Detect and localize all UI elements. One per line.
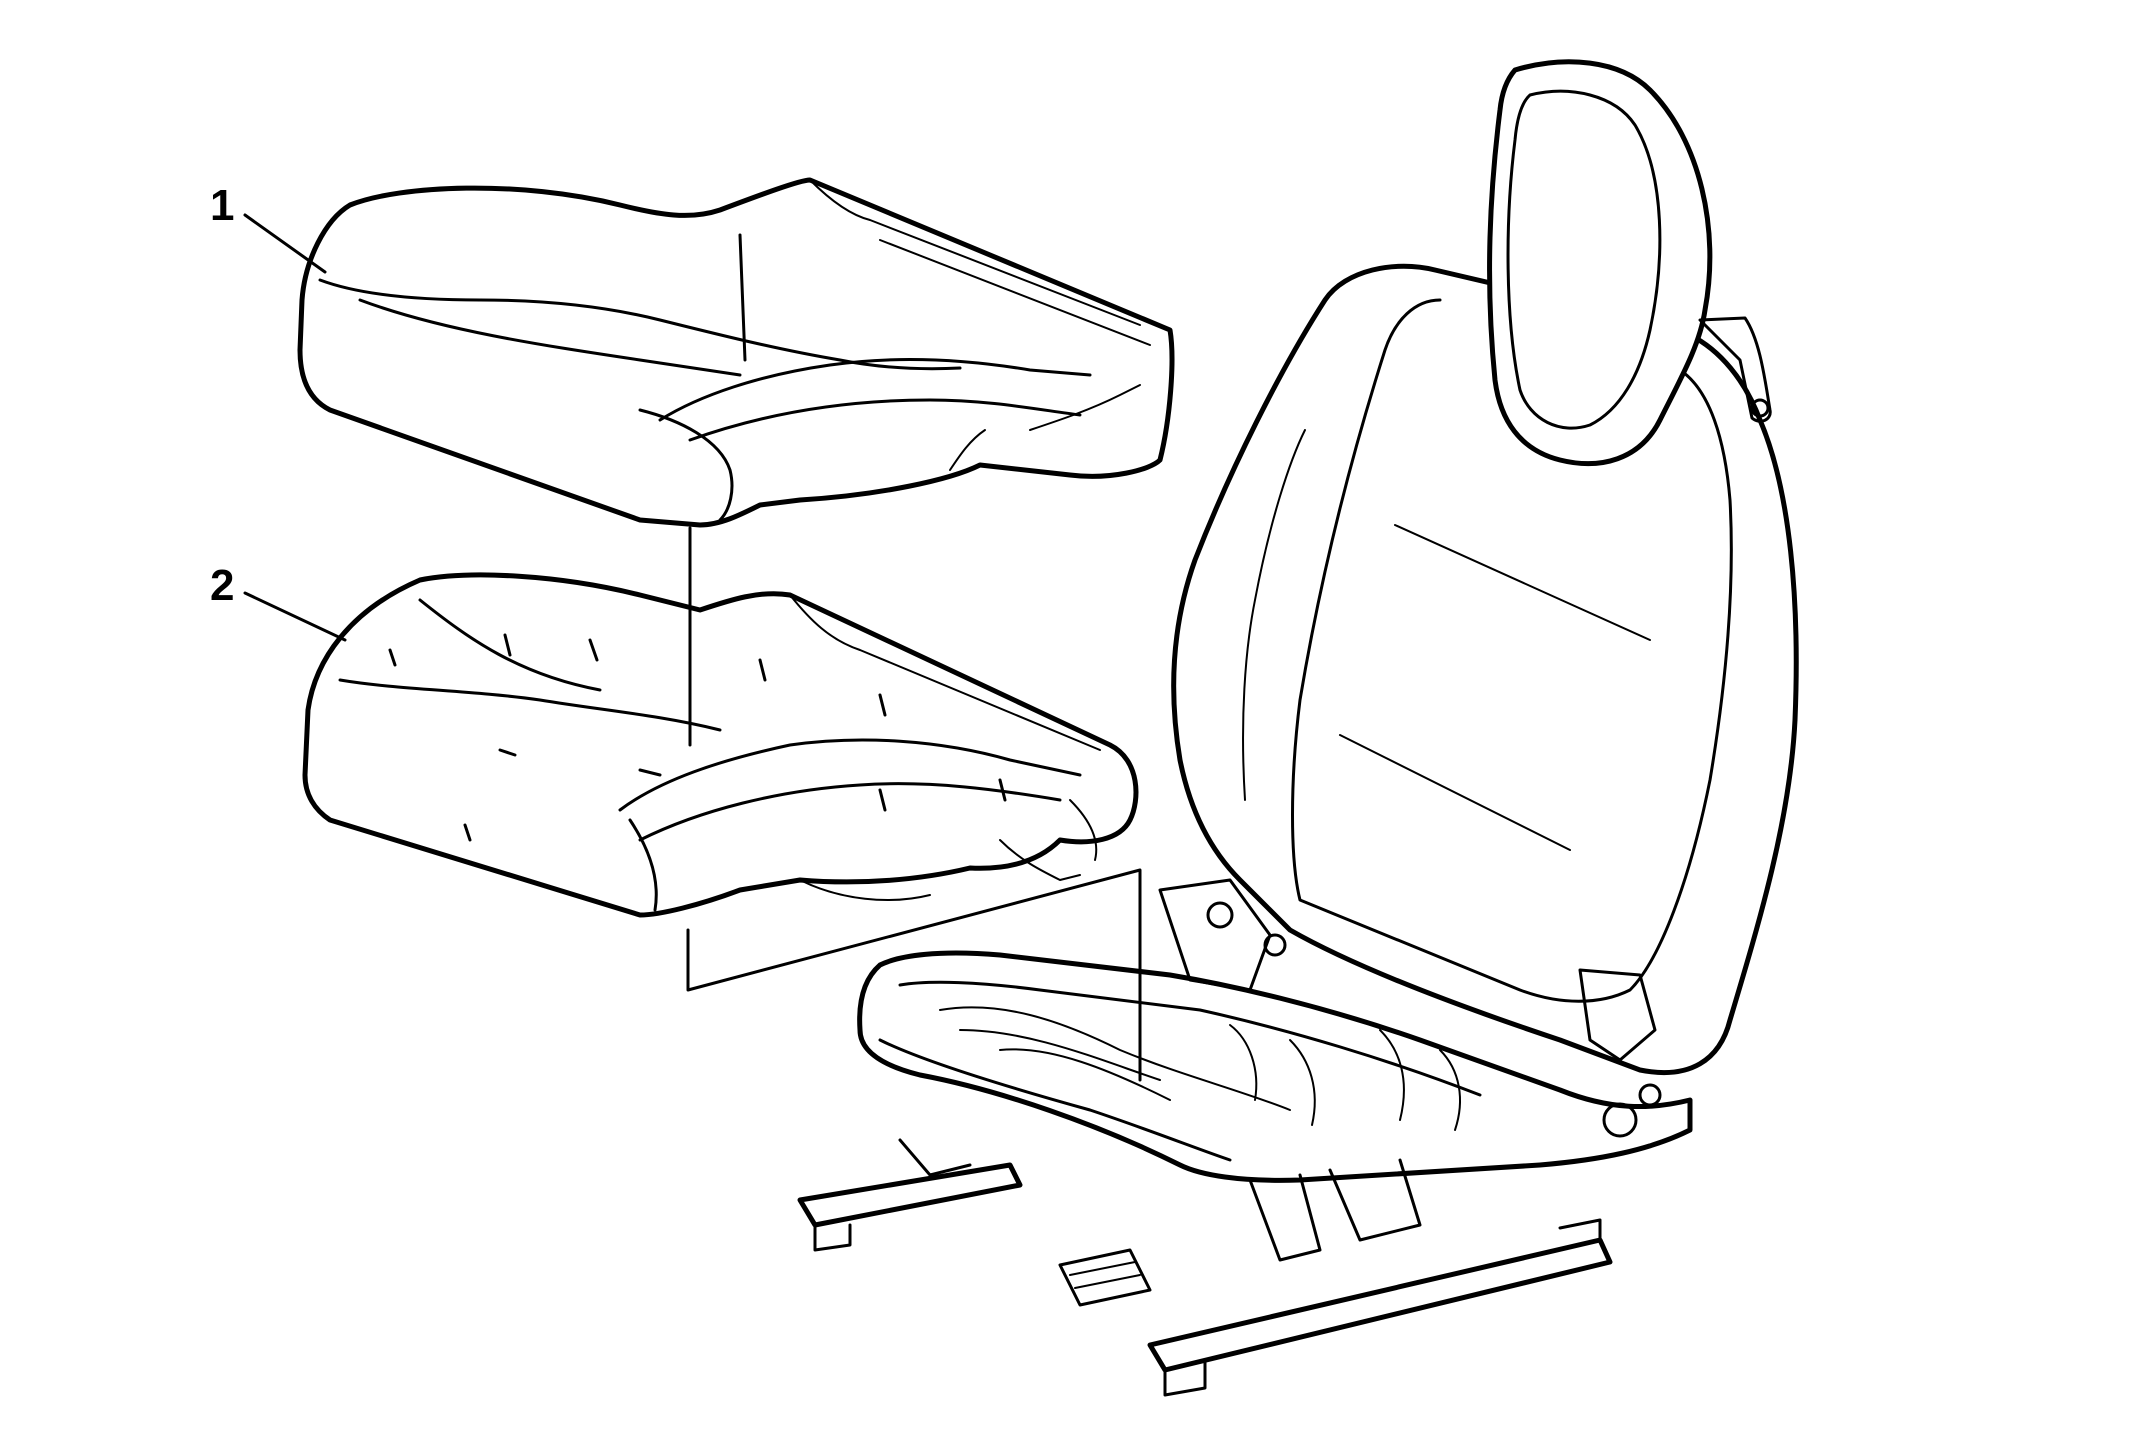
callout-label-2: 2	[210, 561, 234, 610]
seat-frame	[797, 878, 1693, 1397]
seat-cushion-pad	[302, 572, 1139, 918]
alignment-lines	[686, 526, 1142, 1082]
seat-cushion-cover	[297, 177, 1175, 528]
callout-2: 2	[210, 561, 347, 642]
seat-back	[1171, 59, 1799, 1076]
callout-label-1: 1	[210, 181, 234, 230]
callout-1: 1	[210, 181, 327, 274]
